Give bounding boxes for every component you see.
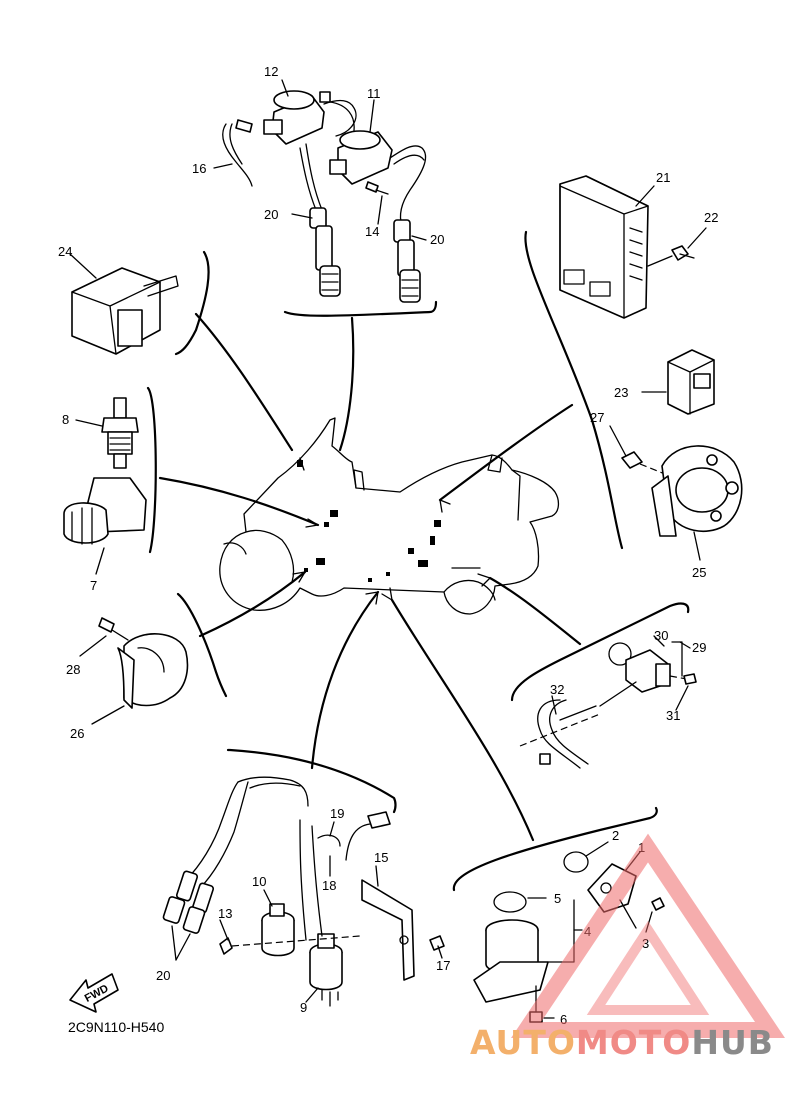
watermark-moto: MOTO	[576, 1023, 691, 1062]
callout-9: 9	[300, 1000, 307, 1015]
motorcycle-silhouette	[219, 417, 560, 615]
horn-right-group	[609, 349, 743, 561]
horn-left-group	[79, 592, 228, 725]
callout-15: 15	[374, 850, 388, 865]
ignition-coil-group	[213, 79, 438, 317]
callout-18: 18	[322, 878, 336, 893]
callout-31: 31	[666, 708, 680, 723]
forward-arrow-icon: FWD	[69, 973, 119, 1013]
callout-19: 19	[330, 806, 344, 821]
callout-16: 16	[192, 161, 206, 176]
callout-28: 28	[66, 662, 80, 677]
callout-23: 23	[614, 385, 628, 400]
speed-sensor-group	[510, 602, 697, 769]
callout-29: 29	[692, 640, 706, 655]
callout-21: 21	[656, 170, 670, 185]
callout-27: 27	[590, 410, 604, 425]
ecu-group	[524, 175, 707, 550]
callout-2: 2	[612, 828, 619, 843]
callout-5: 5	[554, 891, 561, 906]
callout-20-bottom: 20	[156, 968, 170, 983]
callout-17: 17	[436, 958, 450, 973]
callout-26: 26	[70, 726, 84, 741]
automotohub-watermark: AUTOMOTOHUB	[470, 833, 785, 1062]
watermark-auto: AUTO	[470, 1023, 576, 1062]
callout-12: 12	[264, 64, 278, 79]
callout-3: 3	[642, 936, 649, 951]
callout-25: 25	[692, 565, 706, 580]
callout-24: 24	[58, 244, 72, 259]
watermark-hub: HUB	[691, 1023, 774, 1062]
callout-labels: 12 11 16 20 14 20 24 21 22 23 27 8 7 25 …	[58, 64, 718, 1027]
callout-6: 6	[560, 1012, 567, 1027]
callout-20-top-left: 20	[264, 207, 278, 222]
sensor-group	[63, 386, 157, 575]
callout-14: 14	[365, 224, 379, 239]
callout-7: 7	[90, 578, 97, 593]
callout-10: 10	[252, 874, 266, 889]
leader-lines	[158, 312, 582, 842]
callout-11: 11	[367, 86, 381, 101]
callout-30: 30	[654, 628, 668, 643]
pickup-coil-group	[162, 748, 445, 1007]
callout-22: 22	[704, 210, 718, 225]
callout-8: 8	[62, 412, 69, 427]
watermark-logo-text: AUTOMOTOHUB	[470, 1023, 774, 1062]
callout-13: 13	[218, 906, 232, 921]
callout-20-top-right: 20	[430, 232, 444, 247]
callout-32: 32	[550, 682, 564, 697]
relay-group	[69, 250, 210, 356]
diagram-code: 2C9N110-H540	[68, 1019, 164, 1035]
